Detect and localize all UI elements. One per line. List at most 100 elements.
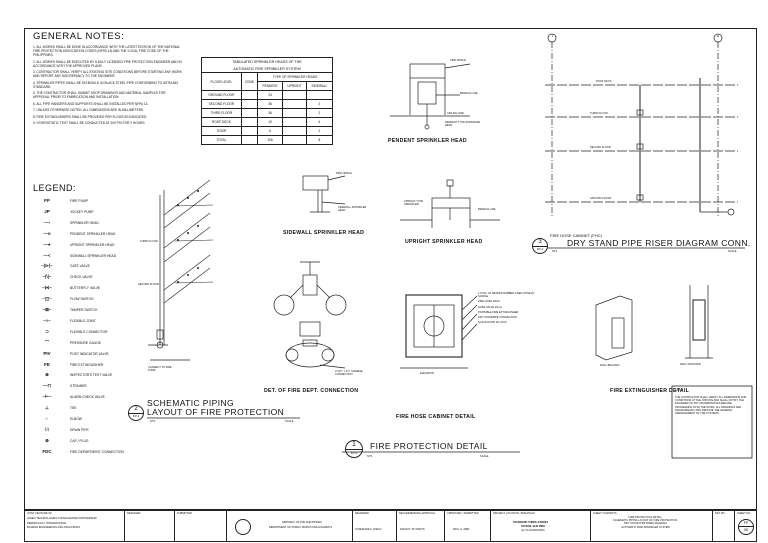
table-cell-zone [240, 135, 259, 145]
note-text: THE CONTRACTOR SHALL VERIFY ALL DIMENSIO… [675, 396, 747, 416]
main-detail-bubble: 1 FP-2 [345, 440, 363, 458]
table-cell-sidewall: 8 [305, 135, 334, 145]
legend-label: ALARM CHECK VALVE [70, 395, 105, 400]
pendent-lbl-branch: BRANCH LINE [460, 92, 478, 95]
legend-symbol: —o [43, 230, 51, 236]
tb-project-location: PROJECT LOCATION / BARANGAY [493, 512, 536, 515]
tb-agency: REPUBLIC OF THE PHILIPPINES DEPARTMENT O… [227, 511, 353, 541]
tb-approved: APPROVED / SUBMITTED PAUL C. ABID [445, 511, 491, 541]
tb-sheet: SHEET NO. FP 08 [735, 511, 756, 541]
legend-label: TEE [70, 406, 77, 411]
tb-reviewed: REVIEWED JOSEPHINE F. DIEGO [353, 511, 397, 541]
legend-label: POST INDICATOR VALVE [70, 351, 109, 356]
legend-item: –⋈–BUTTERFLY VALVE [35, 284, 140, 293]
legend-symbol: ⌐ [45, 416, 49, 421]
tb-project-2: SCHOOL BUILDING [521, 525, 546, 528]
legend-item: –|⊳|–GATE VALVE [35, 262, 140, 271]
general-note: 6. ALL PIPE HANGERS AND SUPPORTS SHALL B… [33, 101, 149, 106]
fdc-title: DET. OF FIRE DEPT. CONNECTION [264, 388, 359, 394]
schematic-nts: NTS [150, 420, 156, 423]
tb-contents: SHEET CONTENTS FIRE PROTECTION DETAIL,SC… [591, 511, 713, 541]
legend-label: DRAIN PIPE [70, 427, 89, 432]
legend-label: PENDENT SPRINKLER HEAD [70, 231, 116, 236]
fhc-note: 1.5 DIA. 30 METERS RUBBER LINED HOSE W/ … [478, 292, 535, 299]
main-detail-title: FIRE PROTECTION DETAIL [370, 441, 488, 451]
legend-label: JOCKEY PUMP [70, 209, 94, 214]
legend-label: BUTTERFLY VALVE [70, 286, 100, 291]
legend-symbol: –|⊳|– [41, 263, 53, 269]
legend-item: —⊓STRAINER [35, 382, 140, 391]
legend-item: PIV POST INDICATOR VALVE [35, 350, 140, 359]
tb-designed-label: DESIGNED [127, 512, 141, 515]
legend-item: ⊗CAP / PLUG [35, 437, 140, 446]
legend-label: FLEXIBLE JOINT [70, 318, 96, 323]
sheet-border [24, 28, 757, 510]
legend-item: JP JOCKEY PUMP [35, 208, 140, 217]
legend-label: FIRE EXTINGUISHER [70, 362, 104, 367]
legend-item: —o PENDENT SPRINKLER HEAD [35, 230, 140, 239]
legend-symbol: ⊥ [45, 405, 49, 411]
legend-symbol: –◫– [42, 296, 52, 302]
general-note: 5. THE CONTRACTOR SHALL SUBMIT SHOP DRAW… [33, 91, 166, 99]
main-sheet: FP-2 [346, 449, 362, 456]
pendent-lbl-ceiling: CEILING LINE [447, 112, 464, 115]
tb-submitted: SUBMITTED [175, 511, 227, 541]
fhc-note: FIRE HOSE RACK [478, 300, 500, 304]
legend-symbol: –|\|– [42, 274, 52, 280]
legend-label: PRESSURE GAUGE [70, 340, 101, 345]
title-block: JOINT VENTURE OF JANEO TECHNOLOGIES CONS… [24, 510, 757, 542]
tb-firm: JANEO TECHNOLOGIES CONSOLIDATED PARTNERS… [27, 517, 97, 520]
fe-wall-mounted: WALL MOUNTED [680, 363, 701, 366]
tb-set: SET NO. [713, 511, 735, 541]
fhc-note: DRY STANDPIPE CONNECTION [478, 316, 517, 320]
legend-symbol: ⊗ [45, 372, 49, 378]
tb-reviewed-label: REVIEWED [355, 512, 369, 515]
riser-num: 3 [538, 239, 542, 245]
riser-caption-small: FIRE HOSE CABINET (FHC) [550, 233, 602, 238]
riser-ground: GROUND FLOOR [590, 197, 612, 200]
tb-firm: BOHRAN ENGINEERING AND ASSOCIATES [27, 526, 80, 530]
fe-drawing [595, 285, 713, 361]
riser-scale: SCALE [728, 250, 737, 253]
legend-symbol: PIV [43, 350, 51, 356]
tb-approved-label: APPROVED / SUBMITTED [447, 512, 479, 515]
legend-symbol: ⌒ [44, 339, 50, 345]
legend-symbol: JP [44, 208, 50, 214]
general-note: 1. ALL WORKS SHALL BE DONE IN ACCORDANCE… [33, 45, 181, 57]
pendent-lbl-pipe: PIPE NIPPLE [450, 59, 466, 62]
general-notes-list: 1. ALL WORKS SHALL BE DONE IN ACCORDANCE… [33, 45, 183, 128]
legend-symbol: ⊗ [45, 437, 49, 443]
tb-project-3: (12 CLASSROOMS) [521, 529, 545, 532]
tb-contents-list: FIRE PROTECTION DETAIL,SCHEMATIC PIPING … [613, 516, 678, 529]
legend-symbol: –⊢– [42, 394, 52, 400]
legend-item: ⊗ INSPECTOR'S TEST VALVE [35, 371, 140, 380]
fdc-drawing [273, 261, 347, 369]
general-note: 3. CONTRACTOR SHALL VERIFY ALL EXISTING … [33, 70, 182, 78]
fhc-note: GLASS DOOR W/ LOCK [478, 321, 507, 325]
legend-item: —‹SPRINKLER HEAD [35, 219, 140, 228]
riser-detail-bubble: 3 FP-2 [532, 238, 548, 254]
legend-item: ⌐ ELBOW [35, 415, 140, 424]
legend-item: –⊠–TAMPER SWITCH [35, 306, 140, 315]
legend-symbol: ⊃ [45, 328, 49, 334]
legend-label: INSPECTOR'S TEST VALVE [70, 373, 113, 378]
tb-agency-2: DEPARTMENT OF PUBLIC WORKS AND HIGHWAYS [269, 526, 333, 529]
legend-symbol: —‹ [44, 219, 50, 225]
riser-nts: NTS [552, 250, 558, 253]
legend-symbol: —⊓ [42, 383, 51, 389]
tb-project: PROJECT LOCATION / BARANGAY STANDARD THR… [491, 511, 591, 541]
tb-firms: JOINT VENTURE OF JANEO TECHNOLOGIES CONS… [25, 511, 125, 541]
legend-label: ELBOW [70, 417, 82, 421]
upright-title: UPRIGHT SPRINKLER HEAD [405, 239, 483, 245]
legend-title: LEGEND: [33, 183, 77, 193]
tb-signer-3: PAUL C. ABID [453, 528, 470, 531]
tb-content-line: FIRE PROTECTION DETAIL, [628, 516, 663, 519]
tb-firm-list: JANEO TECHNOLOGIES CONSOLIDATED PARTNERS… [27, 517, 97, 531]
legend-item: —●UPRIGHT SPRINKLER HEAD [35, 241, 140, 250]
general-note: 9. HYDROSTATIC TEST SHALL BE CONDUCTED A… [33, 121, 146, 125]
legend-label: FLEXIBLE CONNECTOR [70, 329, 108, 334]
